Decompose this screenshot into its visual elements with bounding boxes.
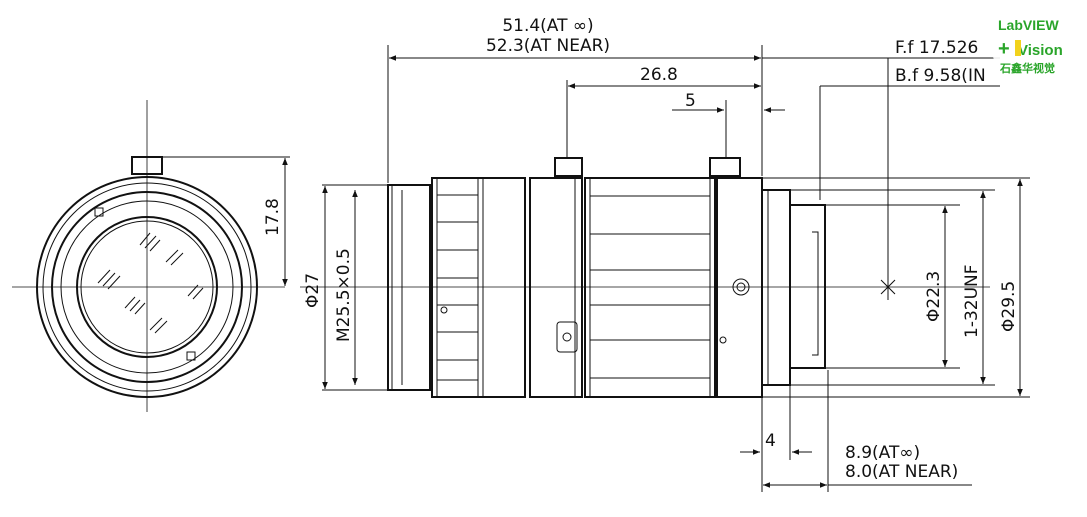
labview-vision-logo: LabVIEW + Vision 石鑫华视觉 [990, 2, 1070, 82]
dim-4: 4 [765, 431, 776, 451]
dim-26-8: 26.8 [640, 65, 678, 85]
dim-top-at-near: 52.3(AT NEAR) [486, 36, 610, 56]
side-view [300, 157, 990, 398]
dim-ff: F.f 17.526 [895, 38, 978, 58]
dim-unf: 1-32UNF [962, 264, 982, 338]
dim-top-at-inf: 51.4(AT ∞) [502, 16, 593, 36]
dim-phi-22-3: Φ22.3 [924, 271, 944, 322]
logo-line1: LabVIEW [998, 17, 1059, 33]
dim-5: 5 [685, 91, 696, 111]
front-view [12, 100, 290, 412]
dim-17-8: 17.8 [263, 198, 283, 236]
dim-phi-29-5: Φ29.5 [999, 281, 1019, 332]
dim-phi-27: Φ27 [303, 273, 323, 308]
dim-bf: B.f 9.58(IN [895, 66, 986, 86]
dim-bottom-at-near: 8.0(AT NEAR) [845, 462, 958, 482]
dim-bottom-at-inf: 8.9(AT∞) [845, 443, 920, 463]
logo-line2: Vision [1018, 42, 1063, 59]
dim-thread-m25-5: M25.5×0.5 [334, 248, 354, 342]
logo-plus: + [998, 38, 1010, 60]
logo-line3: 石鑫华视觉 [999, 61, 1055, 75]
